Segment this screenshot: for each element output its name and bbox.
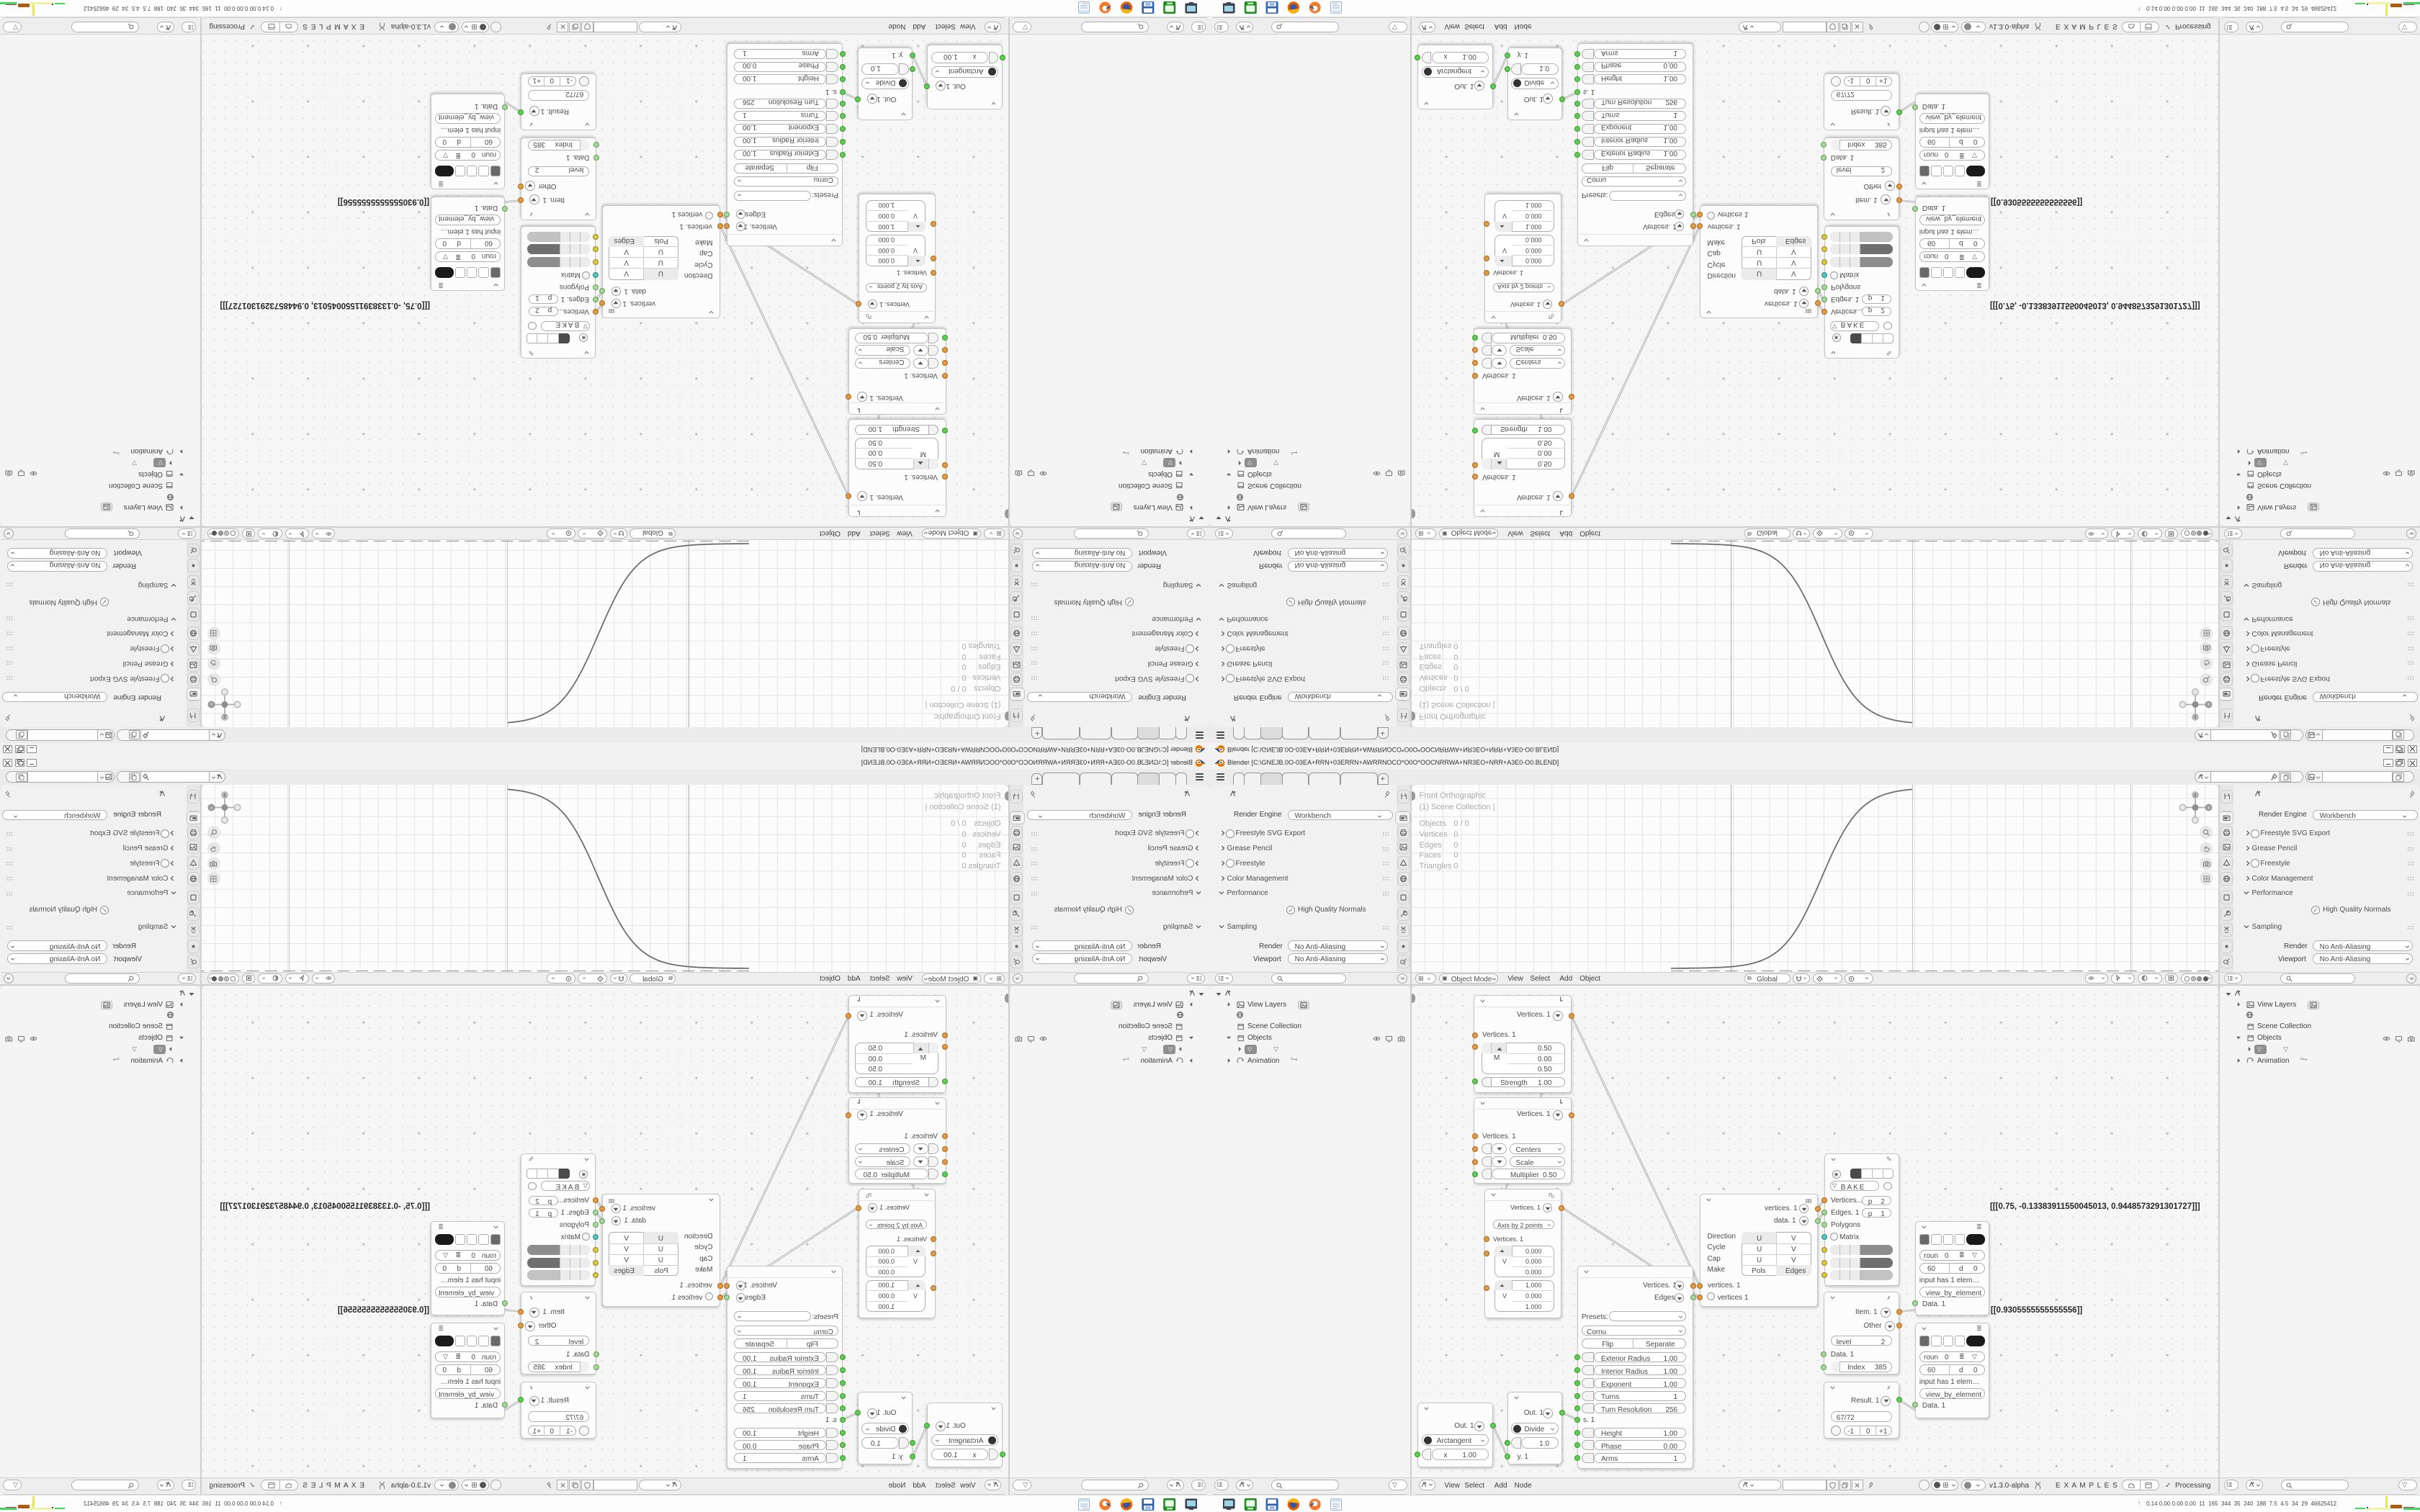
svg-text:64: 64 [1146, 1506, 1150, 1511]
svg-text:64: 64 [1270, 1506, 1274, 1511]
svg-text:x: x [2208, 806, 2210, 811]
svg-text:x: x [210, 806, 212, 811]
svg-text:x: x [2208, 701, 2210, 706]
svg-text:z: z [223, 714, 226, 719]
svg-text:64: 64 [1270, 1, 1274, 6]
svg-text:z: z [223, 793, 226, 798]
svg-text:64: 64 [1146, 1, 1150, 6]
svg-text:x: x [210, 701, 212, 706]
svg-text:z: z [2194, 793, 2197, 798]
svg-text:z: z [2194, 714, 2197, 719]
